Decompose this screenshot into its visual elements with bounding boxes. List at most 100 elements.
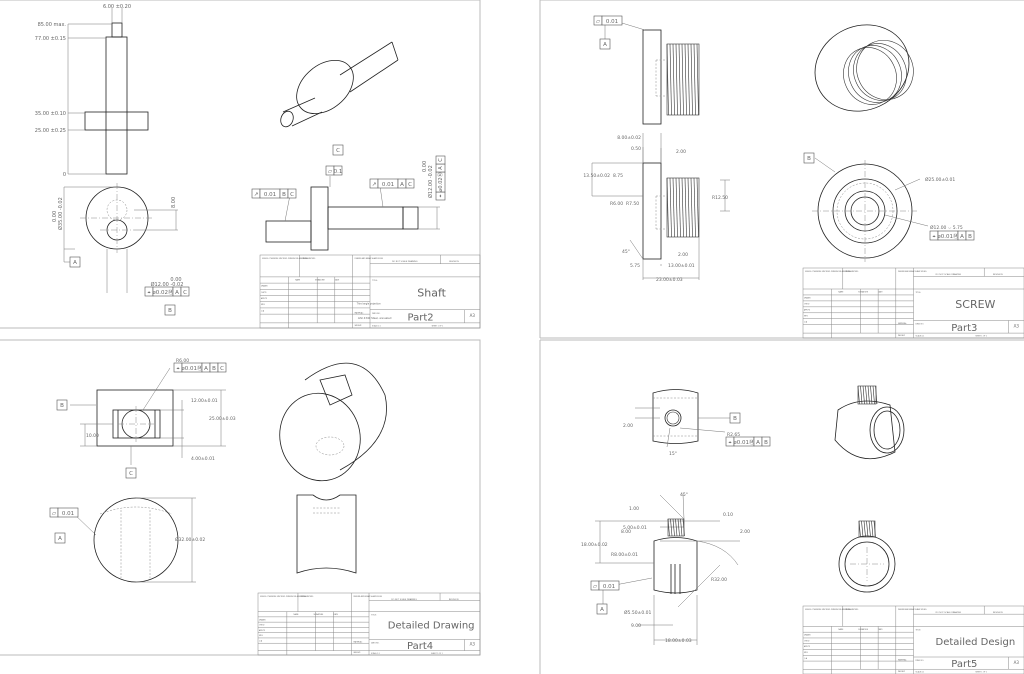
datum-box	[54, 532, 66, 544]
fcf-cell: ⌀0.01Ⓜ	[181, 364, 203, 372]
datum-box	[69, 256, 81, 268]
fcf-cell: ⏥	[328, 169, 333, 175]
part-number: Part5	[951, 659, 977, 670]
name-header: NAME	[838, 291, 843, 294]
deburr-note: DEBURR AND BREAK SHARP EDGES	[898, 270, 926, 273]
thread-line	[669, 43, 672, 116]
fcf-cell: B	[212, 366, 216, 372]
dimension-label: 18.00±0.03	[665, 638, 692, 644]
block-front-view	[70, 367, 226, 465]
appvd-label: APPV'D	[261, 297, 268, 300]
dimension-label: 45°	[622, 249, 630, 255]
dimension-label: 5.00±0.01	[623, 525, 647, 531]
sheet-part3	[539, 0, 1024, 339]
clamp-front-view	[838, 520, 896, 593]
fcf-cell: B	[282, 192, 286, 198]
dimension-label: 2.00	[678, 252, 688, 258]
dimension-label: 77.00 ±0.15	[35, 36, 66, 42]
feature-control-frame: ⏥0.01	[49, 507, 79, 518]
drawn-label: DRAWN	[804, 634, 811, 637]
thread-line	[862, 385, 865, 405]
shaft-end-view	[63, 183, 178, 293]
sheet-size: A3	[470, 642, 476, 647]
dimension-label: R7.50	[626, 201, 639, 207]
appvd-label: APPV'D	[259, 629, 266, 632]
sheet-label: SHEET 1 OF 1	[431, 653, 443, 655]
dimension-label: 23.00±0.03	[656, 277, 683, 283]
dimension-label: 8.75	[613, 173, 623, 179]
name-header: NAME	[294, 613, 299, 616]
fcf-cell: ⏥	[596, 19, 601, 25]
thread-line	[865, 385, 868, 405]
thread-line	[690, 43, 693, 116]
cylinder-end-view	[71, 497, 196, 583]
dimension-label: Ø5.50±0.01	[624, 609, 651, 616]
sheet-part5	[539, 339, 1024, 674]
thread-line	[871, 520, 874, 538]
revision-label: REVISION	[993, 612, 1003, 614]
do-not-scale-label: DO NOT SCALE DRAWING	[392, 260, 418, 263]
thread-line	[863, 520, 866, 538]
dimension-label: 25.00 ±0.25	[35, 128, 66, 134]
date-header: DATE	[878, 628, 882, 631]
dimension-label: Ø35.00 -0.02	[57, 197, 64, 230]
thread-line	[677, 518, 680, 537]
fcf-cell: A	[175, 290, 179, 296]
datum-label: C	[129, 471, 133, 477]
weight-label: WEIGHT:	[898, 671, 906, 673]
thread-line	[860, 385, 863, 405]
date-header: DATE	[333, 613, 337, 616]
dimension-label: Ø12.00 ⌵ 5.75	[930, 224, 963, 231]
datum-label: A	[58, 536, 62, 542]
thread-line	[680, 518, 683, 537]
dimension-label: 13.50±0.02	[583, 173, 610, 179]
thread-line	[867, 385, 870, 405]
tolerance-note: UNLESS OTHERWISE SPECIFIED: DIMENSIONS A…	[262, 257, 315, 260]
dimension-label: 10.00	[86, 433, 99, 439]
deburr-note: DEBURR AND BREAK SHARP EDGES	[898, 608, 926, 611]
title-label: TITLE:	[371, 615, 377, 617]
material-label: MATERIAL:	[898, 658, 907, 661]
datum-box	[596, 603, 608, 615]
material-label: MATERIAL:	[355, 311, 364, 314]
dimension-label: 0.50	[631, 146, 641, 152]
drawing-title: SCREW	[955, 298, 995, 311]
fcf-cell: C	[183, 290, 187, 296]
fcf-cell: ↗	[372, 182, 377, 188]
weight-label: WEIGHT:	[353, 652, 361, 654]
thread-line	[872, 385, 875, 405]
title-label: TITLE:	[916, 292, 922, 294]
tolerance-note: UNLESS OTHERWISE SPECIFIED: DIMENSIONS A…	[805, 608, 858, 611]
signature-header: SIGNATURE	[315, 278, 325, 281]
finish-label: FINISH:	[300, 596, 307, 598]
fcf-cell: 0.01	[606, 19, 618, 25]
revision-label: REVISION	[449, 261, 459, 263]
thread-line	[675, 177, 678, 238]
tolerance-note: UNLESS OTHERWISE SPECIFIED: DIMENSIONS A…	[260, 595, 313, 598]
datum-label: B	[807, 156, 811, 162]
weight-label: WEIGHT:	[355, 325, 363, 327]
weight-label: WEIGHT:	[898, 335, 906, 337]
thread-line	[857, 385, 860, 405]
dimension-label: 2.00	[623, 423, 633, 429]
thread-line	[669, 177, 672, 238]
thread-line	[672, 177, 675, 238]
drawing-title: Shaft	[417, 287, 446, 300]
drawn-label: DRAWN	[261, 285, 268, 288]
dimension-label: 5.75	[630, 263, 640, 269]
sheet-part4	[0, 339, 481, 656]
date-header: DATE	[335, 278, 339, 281]
chkd-label: CHK'D	[259, 625, 265, 627]
dimension-label: 35.00 ±0.10	[35, 111, 66, 117]
drawing-title: Detailed Design	[936, 637, 1016, 648]
dimension-label: 0.00	[52, 211, 58, 222]
shaft-side-view	[265, 176, 440, 251]
dimension-label: 0.00	[170, 277, 181, 283]
dimension-label: 18.00±0.02	[581, 542, 608, 548]
sheet-size: A3	[1014, 660, 1020, 665]
date-header: DATE	[878, 291, 882, 294]
thread-line	[666, 43, 669, 116]
